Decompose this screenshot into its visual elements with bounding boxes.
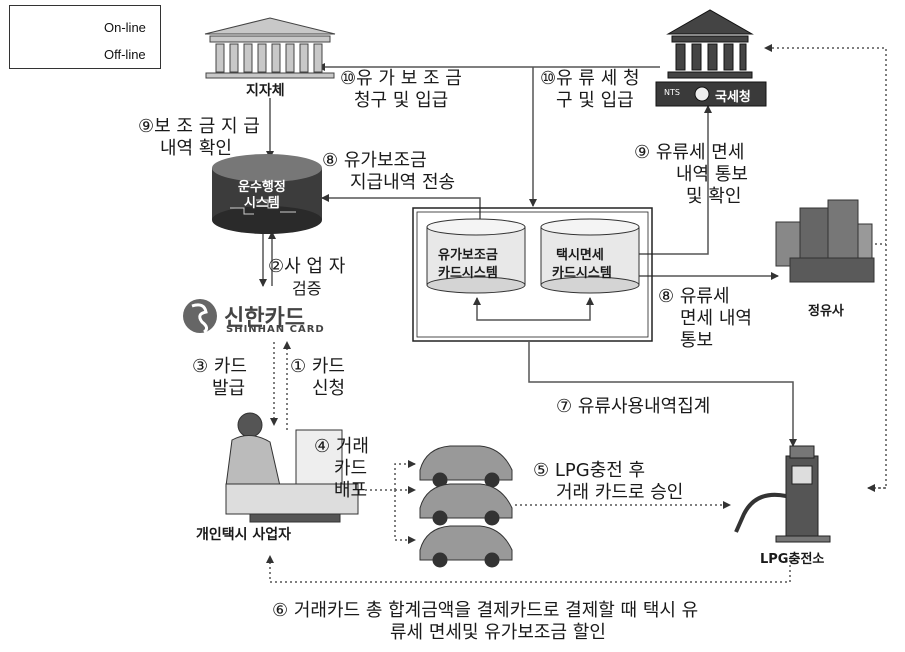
step-8b-line3: 통보 bbox=[680, 330, 714, 351]
legend: On-line Off-line bbox=[9, 5, 161, 69]
step-10b-line2: 구 및 입급 bbox=[556, 90, 634, 111]
nts-building bbox=[655, 9, 767, 107]
step-9b-line1: ⑨ 유류세 면세 bbox=[634, 142, 745, 163]
fuel-subsidy-label-2: 카드시스템 bbox=[438, 266, 498, 281]
taxi-exempt-cylinder bbox=[540, 218, 640, 294]
nts-logo-text: NTS bbox=[664, 88, 680, 97]
card-system-box bbox=[412, 207, 653, 342]
step-3-line2: 발급 bbox=[212, 378, 246, 399]
taxi-cars bbox=[419, 445, 513, 568]
lpg-station-label: LPG충전소 bbox=[760, 552, 825, 567]
step-5-line1: ⑤ LPG충전 후 bbox=[533, 460, 646, 481]
step-4-line2: 카드 bbox=[334, 458, 368, 479]
shinhan-logo-text: 신한카드 bbox=[224, 306, 305, 331]
step-4-line3: 배포 bbox=[334, 480, 368, 501]
step-3-line1: ③ 카드 bbox=[192, 356, 247, 377]
nts-label: 국세청 bbox=[715, 90, 751, 105]
step-10a-line2: 청구 및 입급 bbox=[354, 90, 449, 111]
local-gov-label: 지자체 bbox=[246, 83, 285, 99]
transport-system-cylinder bbox=[212, 154, 322, 234]
taxi-exempt-label-1: 택시면세 bbox=[556, 248, 604, 263]
step-9b-line2: 내역 통보 bbox=[676, 164, 748, 185]
step-1-line2: 신청 bbox=[312, 378, 346, 399]
step-9a-line1: ⑨보 조 금 지 급 bbox=[138, 116, 260, 137]
step-10a-line1: ⑩유 가 보 조 금 bbox=[340, 68, 462, 89]
step-2-line1: ②사 업 자 bbox=[268, 256, 346, 277]
taxi-operator-label: 개인택시 사업자 bbox=[196, 527, 292, 543]
fuel-subsidy-label-1: 유가보조금 bbox=[438, 248, 498, 263]
step-6-line2: 류세 면세및 유가보조금 할인 bbox=[390, 622, 606, 643]
step-8b-line2: 면세 내역 bbox=[680, 308, 752, 329]
refinery-buildings bbox=[775, 199, 875, 283]
legend-online-label: On-line bbox=[104, 20, 146, 35]
fuel-subsidy-cylinder bbox=[426, 218, 526, 294]
step-8a-line1: ⑧ 유가보조금 bbox=[322, 150, 427, 171]
shinhan-emblem bbox=[183, 299, 217, 334]
step-9a-line2: 내역 확인 bbox=[160, 138, 232, 159]
refinery-label: 정유사 bbox=[808, 304, 844, 319]
step-7: ⑦ 유류사용내역집계 bbox=[556, 396, 711, 417]
step-8a-line2: 지급내역 전송 bbox=[350, 172, 456, 193]
shinhan-logo-en: SHINHAN CARD bbox=[226, 324, 325, 335]
transport-system-label-1: 운수행정 bbox=[238, 180, 286, 195]
step-10b-line1: ⑩유 류 세 청 bbox=[540, 68, 640, 89]
step-1-line1: ① 카드 bbox=[290, 356, 345, 377]
step-8b-line1: ⑧ 유류세 bbox=[658, 286, 730, 307]
step-4-line1: ④ 거래 bbox=[314, 436, 369, 457]
step-5-line2: 거래 카드로 승인 bbox=[556, 482, 684, 503]
step-9b-line3: 및 확인 bbox=[686, 186, 742, 207]
step-2-line2: 검증 bbox=[292, 279, 322, 298]
transport-system-label-2: 시스템 bbox=[244, 196, 280, 211]
lpg-pump bbox=[734, 445, 831, 543]
step-6-line1: ⑥ 거래카드 총 합계금액을 결제카드로 결제할 때 택시 유 bbox=[272, 600, 699, 621]
local-gov-building bbox=[204, 17, 336, 79]
taxi-exempt-label-2: 카드시스템 bbox=[552, 266, 612, 281]
taxi-operator-figure bbox=[225, 412, 359, 523]
legend-offline-label: Off-line bbox=[104, 47, 146, 62]
